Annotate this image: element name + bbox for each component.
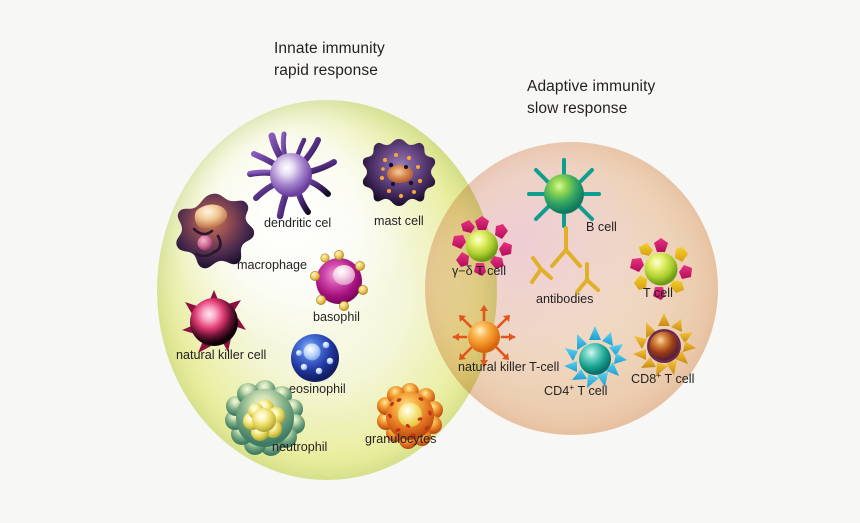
antibodies-label: antibodies	[536, 292, 594, 306]
granulocytes-illustration	[375, 382, 445, 450]
b-cell-label: B cell	[586, 220, 617, 234]
cd4-label-tail: T cell	[574, 384, 608, 398]
gamma-delta-t-cell-illustration	[450, 214, 514, 278]
basophil-label: basophil	[313, 310, 360, 324]
natural-killer-cell-label: natural killer cell	[176, 348, 267, 362]
neutrophil-label: neutrophil	[272, 440, 328, 454]
cd4-label-text: CD4	[544, 384, 570, 398]
natural-killer-cell-illustration	[178, 286, 250, 358]
gamma-delta-t-cell-label: γ−δ T cell	[452, 264, 507, 278]
cd4-t-cell-illustration	[563, 326, 627, 390]
cd4-label-superscript: +	[569, 381, 575, 392]
dendritic-cell-illustration	[244, 128, 340, 224]
cd8-label-text: CD8	[631, 372, 657, 386]
basophil-illustration	[303, 244, 375, 316]
macrophage-illustration	[172, 192, 258, 276]
cd8-label-tail: T cell	[661, 372, 695, 386]
macrophage-label: macrophage	[237, 258, 308, 272]
mast-cell-illustration	[358, 136, 440, 218]
natural-killer-t-cell-illustration	[452, 303, 516, 367]
cd8-t-cell-illustration	[631, 312, 697, 378]
granulocytes-label: granulocytes	[365, 432, 437, 446]
cd8-label-superscript: +	[656, 369, 662, 380]
antibodies-illustration	[519, 226, 615, 298]
mast-cell-label: mast cell	[374, 214, 424, 228]
natural-killer-t-cell-label: natural killer T-cell	[458, 360, 560, 374]
eosinophil-illustration	[285, 328, 345, 388]
cd8-t-cell-label: CD8+ T cell	[631, 369, 695, 386]
neutrophil-illustration	[222, 378, 308, 458]
t-cell-illustration	[628, 236, 694, 302]
dendritic-cell-label: dendritic cel	[264, 216, 332, 230]
b-cell-illustration	[527, 156, 601, 230]
cd4-t-cell-label: CD4+ T cell	[544, 381, 608, 398]
innate-immunity-heading: Innate immunity rapid response	[274, 40, 385, 79]
adaptive-immunity-heading: Adaptive immunity slow response	[527, 78, 656, 117]
eosinophil-label: eosinophil	[289, 382, 346, 396]
t-cell-label: T cell	[643, 286, 673, 300]
